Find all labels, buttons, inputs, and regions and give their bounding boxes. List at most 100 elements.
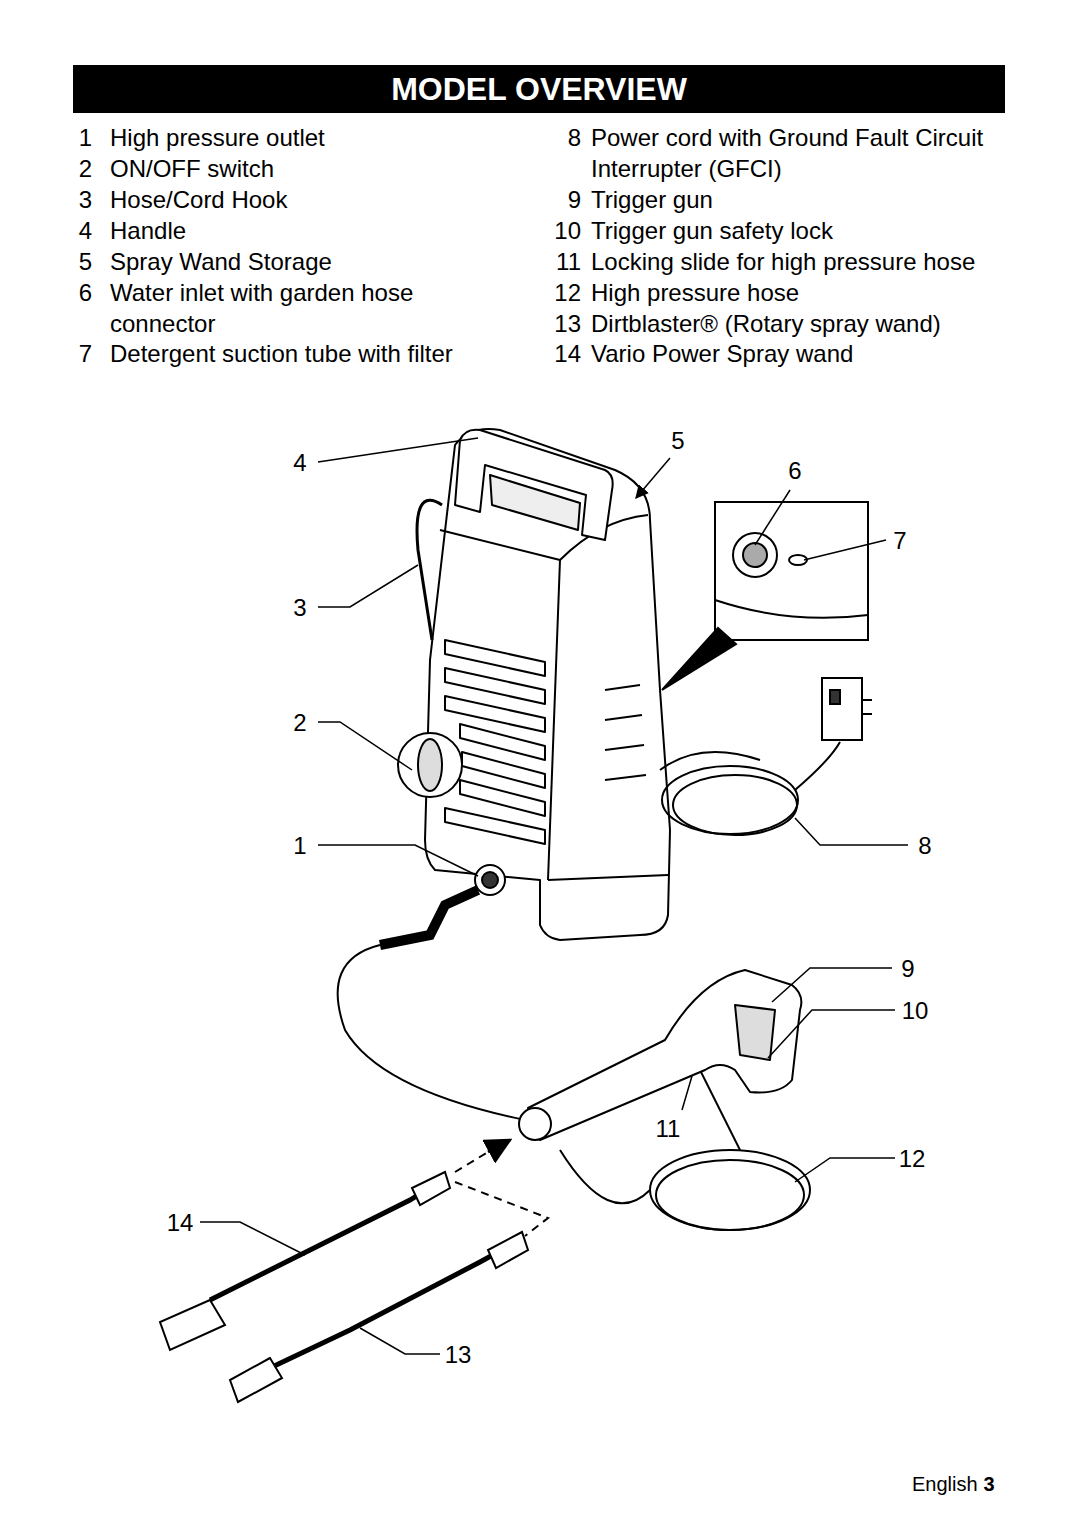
callout-number: 11 <box>656 1113 681 1144</box>
list-number: 10 <box>554 215 581 246</box>
callout-number: 12 <box>899 1143 926 1174</box>
grille-slots-part <box>445 808 545 844</box>
part-name: Locking slide for high pressure hose <box>591 246 975 277</box>
grille-slots-part <box>605 715 642 720</box>
part-name: High pressure outlet <box>110 122 325 153</box>
part-name: Trigger gun safety lock <box>591 215 833 246</box>
leader-lines-part <box>682 1076 692 1110</box>
part-name: ON/OFF switch <box>110 153 274 184</box>
callout-number: 4 <box>293 447 306 478</box>
on-off-knob <box>398 733 462 797</box>
list-number: 9 <box>568 184 581 215</box>
washer-body-part <box>548 875 668 880</box>
inlet-inset-part <box>662 628 736 690</box>
callout-number: 6 <box>788 455 801 486</box>
assembly-indicator-part <box>455 1182 548 1236</box>
callout-number: 2 <box>293 707 306 738</box>
list-number: 12 <box>554 277 581 308</box>
grille-slots-part <box>460 780 545 816</box>
leader-lines-part <box>755 490 790 545</box>
on-off-knob-part <box>398 733 462 797</box>
spray-wands-part <box>412 1172 450 1205</box>
part-name: Dirtblaster® (Rotary spray wand) <box>591 308 941 339</box>
part-name: Vario Power Spray wand <box>591 338 853 369</box>
leader-lines-part <box>795 1158 895 1182</box>
inlet-inset-part <box>715 600 868 618</box>
assembly-indicator <box>455 1140 548 1236</box>
list-number: 4 <box>79 215 92 246</box>
callout-number: 3 <box>293 592 306 623</box>
power-cord-part <box>662 766 798 834</box>
list-number: 14 <box>554 338 581 369</box>
leader-lines-part <box>318 438 478 462</box>
callout-number: 14 <box>167 1207 194 1238</box>
power-cord-part <box>830 690 840 704</box>
grille-slots-part <box>462 752 545 788</box>
high-pressure-hose-part <box>650 1150 810 1230</box>
grille-slots-part <box>605 685 640 690</box>
list-number: 8 <box>568 122 581 153</box>
leader-lines-part <box>768 1010 895 1058</box>
list-number: 3 <box>79 184 92 215</box>
spray-wands-part <box>230 1358 282 1402</box>
part-name: High pressure hose <box>591 277 799 308</box>
list-number: 2 <box>79 153 92 184</box>
leader-lines-part <box>360 1328 440 1354</box>
callout-number: 8 <box>918 830 931 861</box>
washer-body-part <box>425 429 670 940</box>
list-number: 11 <box>556 246 581 277</box>
leader-lines-part <box>804 540 886 560</box>
grille-slots <box>445 640 646 844</box>
power-cord-part <box>822 678 862 740</box>
washer-body-part <box>455 430 613 540</box>
high-pressure-hose-part <box>656 1160 804 1230</box>
inlet-inset-part <box>743 543 767 567</box>
inlet-inset-part <box>715 502 868 640</box>
high-pressure-hose-part <box>560 1150 650 1203</box>
callout-number: 13 <box>445 1339 472 1370</box>
leader-lines-part <box>772 968 892 1002</box>
outlet-coupling-part <box>482 872 498 888</box>
leader-lines-part <box>318 565 418 607</box>
outlet-coupling-part <box>475 865 505 895</box>
leader-lines-part <box>318 845 478 876</box>
part-name: Hose/Cord Hook <box>110 184 287 215</box>
leader-lines-part <box>318 722 412 770</box>
part-name: Trigger gun <box>591 184 713 215</box>
power-cord-part <box>673 775 797 835</box>
power-cord-part <box>795 742 840 790</box>
high-pressure-hose-part <box>380 890 478 945</box>
list-number: 5 <box>79 246 92 277</box>
title-band: MODEL OVERVIEW <box>73 65 1005 113</box>
leader-lines-part <box>200 1222 305 1255</box>
callout-number: 9 <box>901 953 914 984</box>
washer-body-part <box>490 475 580 530</box>
callout-number: 5 <box>671 425 684 456</box>
leader-lines-part <box>795 818 908 845</box>
grille-slots-part <box>605 775 646 780</box>
washer-body-part <box>417 500 442 640</box>
spray-wands-part <box>160 1300 225 1350</box>
outlet-coupling <box>475 865 505 895</box>
power-cord-part <box>862 700 872 714</box>
washer-body <box>398 429 670 940</box>
list-number: 6 <box>79 277 92 308</box>
list-number: 13 <box>554 308 581 339</box>
spray-wands <box>160 1172 528 1402</box>
page-number: 3 <box>984 1472 995 1496</box>
inlet-inset-part <box>733 533 777 577</box>
list-number: 7 <box>79 338 92 369</box>
high-pressure-hose <box>338 890 810 1230</box>
spray-wands-part <box>210 1178 445 1300</box>
part-name: Handle <box>110 215 186 246</box>
assembly-indicator-part <box>455 1152 488 1172</box>
spray-wands-part <box>488 1232 528 1268</box>
callout-number: 10 <box>902 995 929 1026</box>
trigger-gun-part <box>735 1005 775 1060</box>
callout-number: 1 <box>293 830 306 861</box>
leader-lines <box>200 438 908 1354</box>
page-footer: English <box>912 1472 978 1496</box>
grille-slots-part <box>605 745 644 750</box>
washer-body-part <box>440 530 560 880</box>
